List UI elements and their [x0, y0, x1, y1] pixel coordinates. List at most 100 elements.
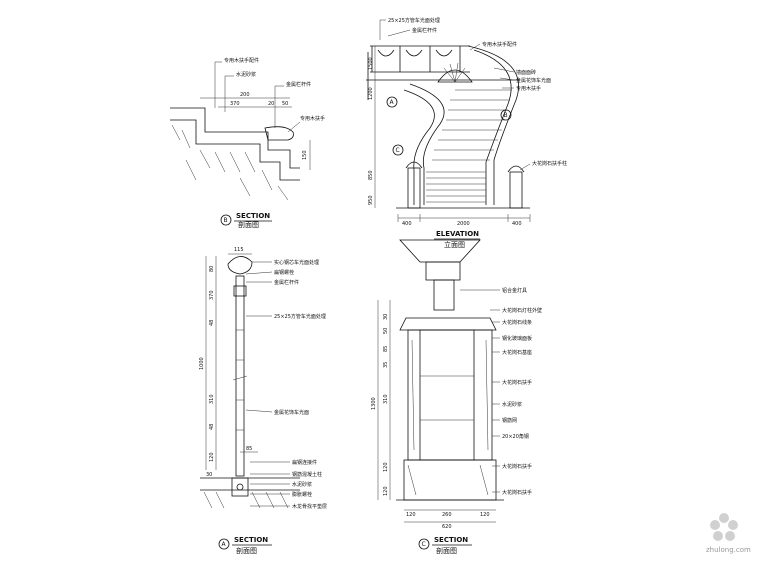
marker-a: [386, 96, 398, 108]
dim-c-l5: 310: [383, 394, 389, 404]
subtitle-b: 剖面图: [238, 220, 259, 229]
note-a-8: 膨胀螺栓: [292, 491, 312, 498]
tag-a-circle: [218, 538, 230, 550]
dim-c-l7: 120: [383, 486, 389, 496]
dim-a-l3: 1000: [199, 357, 205, 370]
leaders-b: [214, 61, 301, 133]
note-a-6: 钢筋混凝土柱: [292, 471, 322, 478]
dim-a-r1: 30: [206, 472, 212, 478]
note-elev-4: 金属花饰车光面: [516, 77, 551, 84]
dim-c-b0: 120: [406, 512, 416, 518]
note-c-3: 钢化玻璃面板: [502, 335, 532, 342]
dim-b-0: 200: [240, 92, 250, 98]
note-a-0: 实心钢芯车光面处理: [274, 259, 319, 266]
floor-hatch: [203, 491, 289, 509]
dim-a-t0: 115: [234, 247, 244, 253]
dim-elev-l1: 1200: [368, 87, 374, 100]
dim-elev-b0: 400: [402, 221, 412, 227]
shaft-inner: [419, 329, 475, 461]
note-c-0: 铝合金灯具: [502, 287, 527, 294]
note-c-4: 大花岗石基座: [502, 349, 532, 356]
note-c-6: 水泥砂浆: [502, 401, 522, 408]
top-railing: [370, 45, 470, 73]
dim-a-l6: 120: [209, 452, 215, 462]
title-a: SECTION: [234, 536, 268, 544]
dim-b-2: 20: [268, 101, 274, 107]
dim-elev-l3: 950: [368, 195, 374, 205]
right-curve-outer: [467, 45, 519, 205]
dim-c-l3: 35: [383, 362, 389, 368]
note-a-7: 水泥砂浆: [292, 481, 312, 488]
note-a-9: 木龙骨找平垫层: [292, 503, 327, 510]
tag-a: A: [222, 541, 227, 548]
marker-b: [500, 109, 512, 121]
base: [403, 459, 497, 501]
step-profile-lower: [170, 119, 300, 181]
anchor-plate: [231, 477, 249, 497]
leaders-elev: [379, 19, 531, 171]
watermark-text: zhulong.com: [706, 546, 751, 554]
note-b-1: 水泥砂浆: [236, 71, 256, 78]
note-a-5: 扁钢连接件: [292, 459, 317, 466]
dim-c-l4: 1300: [371, 397, 377, 410]
dim-a-l2: 48: [209, 320, 215, 326]
dim-c-l0: 30: [383, 314, 389, 320]
dims-b: [200, 97, 311, 170]
dim-elev-b1: 2000: [457, 221, 470, 227]
tag-c-circle: [418, 538, 430, 550]
note-a-2: 金属栏杆件: [274, 279, 299, 286]
leaders-c: [460, 289, 500, 493]
svg-text:C: C: [396, 147, 400, 154]
steps: [426, 89, 512, 203]
baluster: [235, 275, 245, 477]
note-b-2: 金属栏杆件: [286, 81, 311, 88]
tag-b: B: [224, 217, 228, 224]
dim-elev-l2: 850: [368, 170, 374, 180]
dim-b-1: 370: [230, 101, 240, 107]
tag-b-circle: [220, 214, 232, 226]
dim-c-b1: 260: [442, 512, 452, 518]
note-c-5: 大花岗石扶手: [502, 379, 532, 386]
fan-ornament: [437, 69, 473, 83]
dim-elev-l0: 1500: [368, 57, 374, 70]
capital: [399, 317, 497, 331]
dim-b-4: 150: [302, 150, 308, 160]
note-c-8: 20×20角钢: [502, 433, 529, 440]
title-c: SECTION: [434, 536, 468, 544]
note-a-1: 扁钢螺栓: [274, 269, 294, 276]
dim-a-l1: 370: [209, 290, 215, 300]
note-c-2: 大花岗石线条: [502, 319, 532, 326]
note-a-3: 25×25方管车光面处理: [274, 313, 326, 320]
newel-right: [509, 171, 523, 209]
note-elev-0: 25×25方管车光面处理: [388, 17, 440, 24]
dim-elev-b2: 400: [512, 221, 522, 227]
lamp-shade: [399, 239, 481, 263]
marker-c: [392, 144, 404, 156]
dim-c-l6: 120: [383, 462, 389, 472]
dim-a-l4: 310: [209, 394, 215, 404]
note-b-0: 专用木扶手配件: [224, 57, 259, 64]
watermark: zhulong.com: [706, 513, 751, 554]
note-elev-6: 大花岗石扶手柱: [532, 160, 567, 167]
dim-b-3: 50: [282, 101, 288, 107]
base-hatch: [407, 339, 489, 496]
shaft-outer: [407, 329, 493, 461]
left-curve-outer: [409, 83, 445, 205]
title-elev: ELEVATION: [436, 230, 479, 238]
dim-a-r0: 85: [246, 446, 252, 452]
dim-c-l2: 85: [383, 346, 389, 352]
subtitle-a: 剖面图: [236, 546, 257, 555]
title-b: SECTION: [236, 212, 270, 220]
note-c-7: 钢筋网: [502, 417, 517, 424]
note-elev-1: 金属栏杆件: [412, 27, 437, 34]
step-profile: [170, 107, 300, 169]
dim-a-l5: 48: [209, 424, 215, 430]
subtitle-c: 剖面图: [436, 546, 457, 555]
svg-text:A: A: [390, 99, 395, 106]
subtitle-elev: 立面图: [444, 240, 465, 249]
leaders-a: [245, 261, 290, 507]
note-a-4: 金属花饰车光面: [274, 409, 309, 416]
dim-c-b2: 120: [480, 512, 490, 518]
section-a: 实心钢芯车光面处理 扁钢螺栓 金属栏杆件 25×25方管车光面处理 金属花饰车光…: [199, 247, 327, 555]
